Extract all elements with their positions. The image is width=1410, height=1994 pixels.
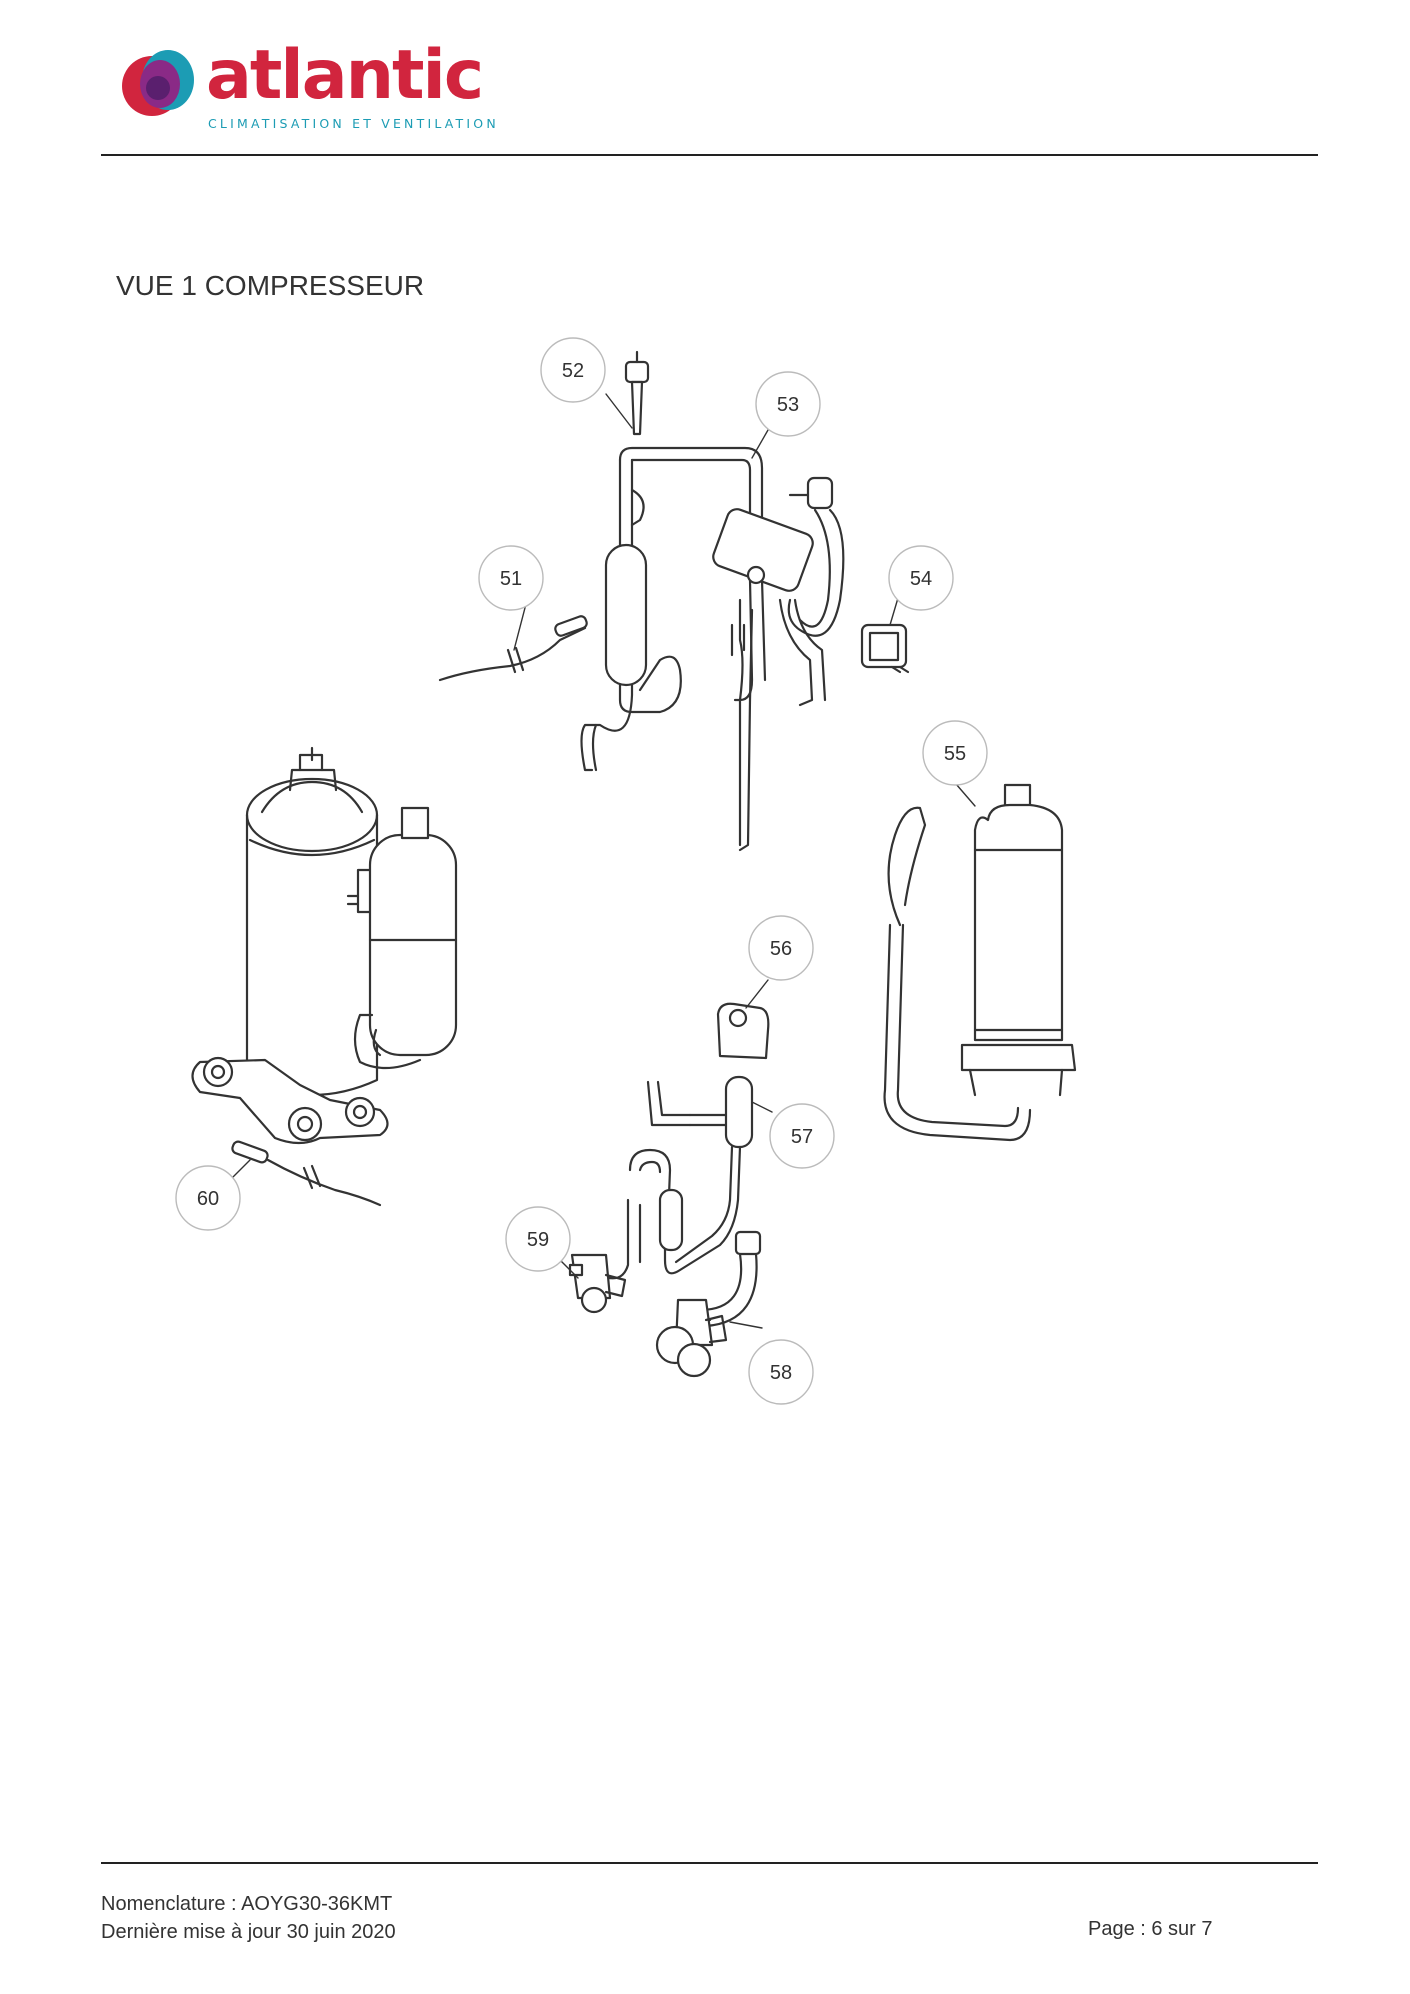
part-53-valve-assembly: [580, 446, 845, 852]
footer-info: Nomenclature : AOYG30-36KMT Dernière mis…: [101, 1890, 396, 1946]
footer-updated: Dernière mise à jour 30 juin 2020: [101, 1921, 396, 1943]
header-rule: [101, 154, 1318, 156]
callout-51: 51: [500, 568, 522, 590]
part-59-service-valve-small: [568, 1148, 684, 1314]
part-60-thermistor-lead: [231, 1140, 382, 1207]
callout-58: 58: [770, 1362, 792, 1384]
part-54-solenoid-coil: [860, 623, 910, 674]
part-57-capillary-tube: [646, 1075, 754, 1275]
callout-56: 56: [770, 938, 792, 960]
footer-page-number: Page : 6 sur 7: [1088, 1918, 1213, 1940]
part-55-accumulator: [883, 783, 1077, 1142]
callout-60: 60: [197, 1188, 219, 1210]
callout-55: 55: [944, 743, 966, 765]
callout-53: 53: [777, 394, 799, 416]
callout-circles: [175, 337, 988, 1405]
callout-57: 57: [791, 1126, 813, 1148]
callout-52: 52: [562, 360, 584, 382]
footer-nomenclature: Nomenclature : AOYG30-36KMT: [101, 1893, 393, 1915]
callout-leaders: [225, 393, 976, 1329]
section-title: VUE 1 COMPRESSEUR: [116, 270, 425, 301]
callout-numbers: 51 52 53 54 55 56 57 58 59 60: [197, 360, 966, 1384]
footer-rule: [101, 1862, 1318, 1864]
brand-wordmark: atlantic: [206, 36, 484, 115]
part-58-service-valve-large: [655, 1230, 762, 1378]
part-52-pressure-switch: [624, 350, 650, 436]
part-56-clamp: [716, 1002, 770, 1060]
atlantic-logo: atlantic CLIMATISATION ET VENTILATION: [122, 36, 496, 134]
compressor-body: [191, 746, 458, 1145]
callout-59: 59: [527, 1229, 549, 1251]
brand-mark-icon: [122, 50, 194, 116]
brand-tagline: CLIMATISATION ET VENTILATION: [208, 116, 499, 131]
part-51-thermistor: [438, 615, 588, 682]
callout-54: 54: [910, 568, 932, 590]
